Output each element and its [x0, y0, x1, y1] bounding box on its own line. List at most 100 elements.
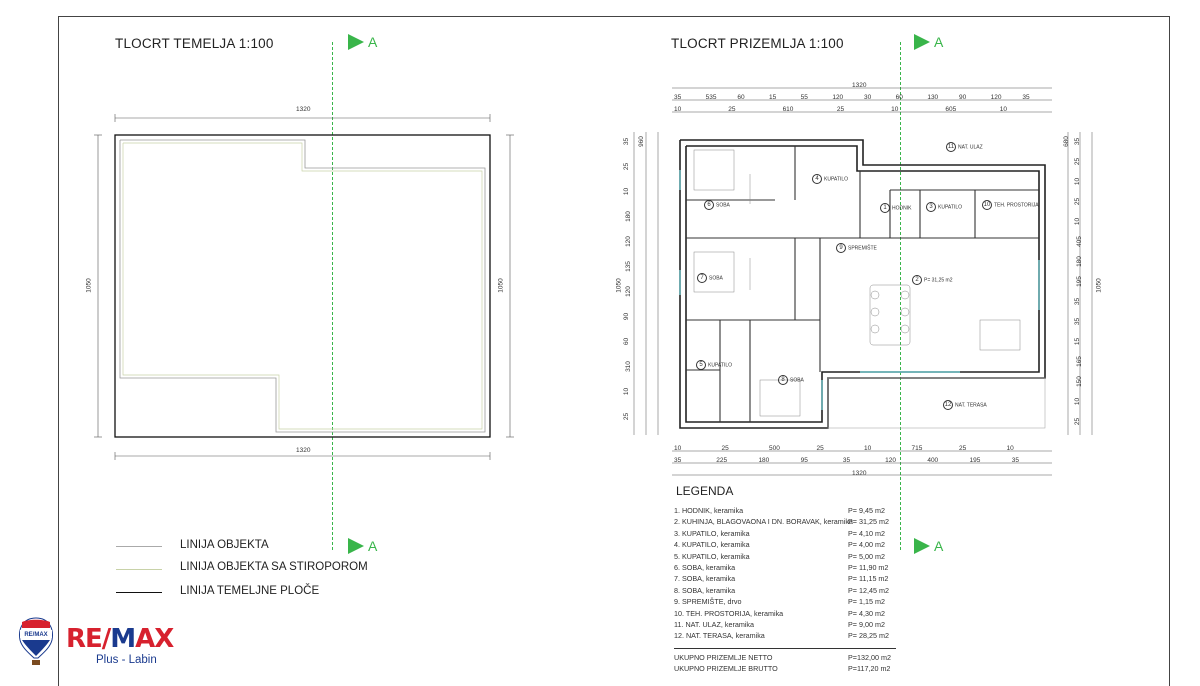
dimension-value: 25: [623, 412, 631, 421]
dimension-value: 310: [624, 361, 632, 372]
line-legend-object-styrofoam: LINIJA OBJEKTA SA STIROPOROM: [180, 561, 368, 573]
ground-dim-total-left: 1050: [615, 278, 623, 293]
dimension-value: 35: [1011, 457, 1019, 464]
dimension-value: 680: [1062, 136, 1070, 147]
ground-floor-plan-drawing: [633, 87, 1093, 476]
foundation-dim-top: 1320: [296, 106, 311, 113]
dimension-value: 165: [1075, 356, 1083, 367]
dimension-value: 35: [623, 137, 631, 146]
ground-dim-total-top: 1320: [852, 82, 867, 89]
dimension-value: 120: [624, 236, 632, 247]
dimension-value: 10: [623, 187, 631, 196]
remax-office-name: Plus - Labin: [96, 654, 157, 666]
dimension-value: 500: [769, 445, 780, 452]
balloon-brand-text: RE/MAX: [24, 632, 47, 638]
dimension-value: 150: [1075, 376, 1083, 387]
dimension-value: 35: [1074, 317, 1082, 326]
section-mark-label: A: [368, 538, 378, 554]
drawing-sheet-frame: [58, 16, 1170, 686]
section-mark-label: A: [934, 538, 944, 554]
foundation-plan-drawing: [94, 114, 514, 460]
dimension-value: 30: [864, 94, 872, 101]
dimension-value: 195: [969, 457, 981, 464]
dimension-value: 10: [864, 445, 872, 452]
dimension-value: 715: [911, 445, 923, 452]
dimension-value: 55: [800, 94, 808, 101]
dimension-value: 120: [990, 94, 1002, 101]
ground-dims-left-column2: 960: [637, 134, 650, 434]
dimension-value: 25: [623, 162, 631, 171]
dimension-value: 35: [1022, 94, 1030, 101]
dimension-value: 90: [959, 94, 967, 101]
section-line-left: [332, 42, 333, 550]
dimension-value: 90: [623, 312, 631, 321]
section-arrow-top-right: A: [914, 34, 944, 50]
dimension-value: 130: [927, 94, 939, 101]
foundation-plan-title: TLOCRT TEMELJA 1:100: [115, 36, 274, 51]
dimension-value: 10: [1074, 217, 1082, 226]
dimension-value: 10: [1006, 445, 1014, 452]
dimension-value: 120: [624, 286, 632, 297]
dimension-value: 25: [816, 445, 824, 452]
dimension-value: 35: [842, 457, 851, 464]
dimension-value: 180: [758, 457, 770, 464]
line-sample-slab: [116, 592, 162, 593]
dimension-value: 535: [705, 94, 717, 101]
ground-dim-total-bottom: 1320: [852, 470, 867, 477]
dimension-value: 120: [832, 94, 844, 101]
dimension-value: 405: [1075, 236, 1083, 247]
dimension-value: 25: [1074, 417, 1082, 426]
dimension-value: 25: [1074, 157, 1082, 166]
dimension-value: 25: [1074, 197, 1082, 206]
dimension-value: 60: [623, 337, 631, 346]
dimension-value: 35: [1074, 137, 1082, 146]
dimension-value: 10: [999, 106, 1007, 113]
remax-logo: RE/MAX: [66, 624, 174, 654]
foundation-dim-left: 1050: [85, 278, 93, 293]
dimension-value: 10: [674, 445, 682, 452]
dimension-value: 225: [716, 457, 728, 464]
dimension-value: 10: [891, 106, 899, 113]
dimension-value: 180: [624, 211, 632, 222]
dimension-value: 25: [721, 445, 729, 452]
dimension-value: 180: [1075, 256, 1083, 267]
section-arrow-top-left: A: [348, 34, 378, 50]
dimension-value: 15: [1074, 337, 1082, 346]
dimension-value: 60: [737, 94, 745, 101]
legend-row: 2. KUHINJA, BLAGOVAONA I DN. BORAVAK, ke…: [674, 517, 889, 527]
dimension-value: 960: [637, 136, 645, 147]
section-mark-label: A: [934, 34, 944, 50]
line-sample-object-styrofoam: [116, 569, 162, 570]
dimension-value: 35: [1074, 297, 1082, 306]
line-legend-object: LINIJA OBJEKTA: [180, 539, 269, 551]
section-line-right: [900, 42, 901, 550]
dimension-value: 35: [674, 94, 682, 101]
dimension-value: 95: [800, 457, 808, 464]
dimension-value: 60: [895, 94, 903, 101]
dimension-value: 605: [945, 106, 957, 113]
dimension-value: 25: [836, 106, 845, 113]
line-legend-slab: LINIJA TEMELJNE PLOČE: [180, 585, 320, 597]
legend-title: LEGENDA: [676, 484, 734, 498]
